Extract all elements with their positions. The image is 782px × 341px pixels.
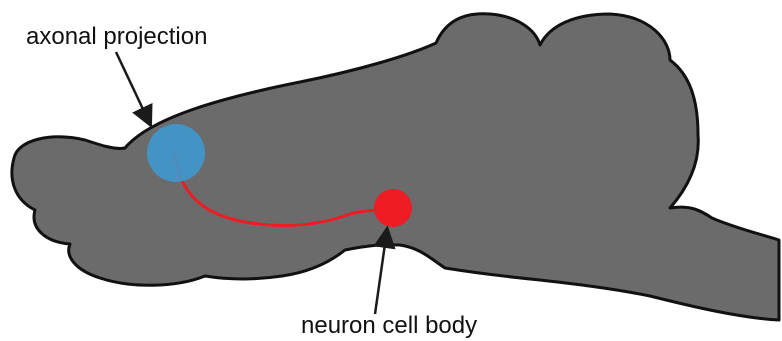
axon-terminal [147, 124, 205, 182]
neuron-cell-body [374, 189, 412, 227]
axonal-projection-arrow [116, 52, 150, 124]
axonal-projection-label: axonal projection [26, 23, 207, 50]
brain-silhouette [12, 14, 779, 320]
neuron-cell-body-label: neuron cell body [301, 312, 477, 339]
